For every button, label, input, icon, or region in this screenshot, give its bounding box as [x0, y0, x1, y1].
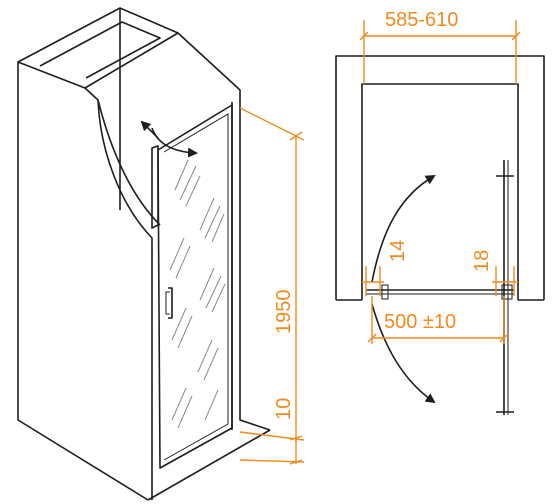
right-profile-label: 18 [471, 250, 493, 272]
door-handle-icon [165, 287, 173, 319]
door-width-dimension [367, 296, 509, 344]
hinge-profile [151, 145, 159, 229]
door-width-label: 500 ±10 [384, 311, 456, 333]
niche-width-label: 585-610 [385, 9, 458, 31]
swing-arc-arrow-icon [371, 174, 436, 404]
perspective-view: 1950 10 [17, 7, 305, 501]
glass-hatch [169, 159, 226, 429]
door-glass-panel [157, 104, 233, 469]
niche-inner-wall [361, 83, 519, 300]
wall-top-face [17, 7, 179, 89]
door-closed-line [366, 284, 514, 300]
right-wall-column [177, 32, 271, 431]
wall-top-inner [39, 21, 161, 79]
right-profile-dimension [492, 266, 518, 296]
door-open-line [496, 160, 514, 415]
rotation-arrow-icon [140, 120, 198, 158]
left-wall-front-edge [84, 87, 153, 500]
door-glass-inner [163, 113, 229, 461]
left-wall-outer [17, 62, 149, 501]
niche-outer-wall [335, 55, 545, 300]
left-profile-dimension [362, 266, 384, 296]
floor-line [147, 429, 271, 501]
left-profile-label: 14 [387, 240, 409, 262]
height-dimension [239, 107, 305, 442]
plan-view: 585-610 14 [335, 9, 545, 415]
gap-dimension [239, 440, 305, 465]
gap-label: 10 [273, 398, 295, 420]
left-wall-curve-inner [97, 99, 161, 226]
niche-width-dimension [359, 20, 521, 84]
height-label: 1950 [273, 290, 295, 335]
